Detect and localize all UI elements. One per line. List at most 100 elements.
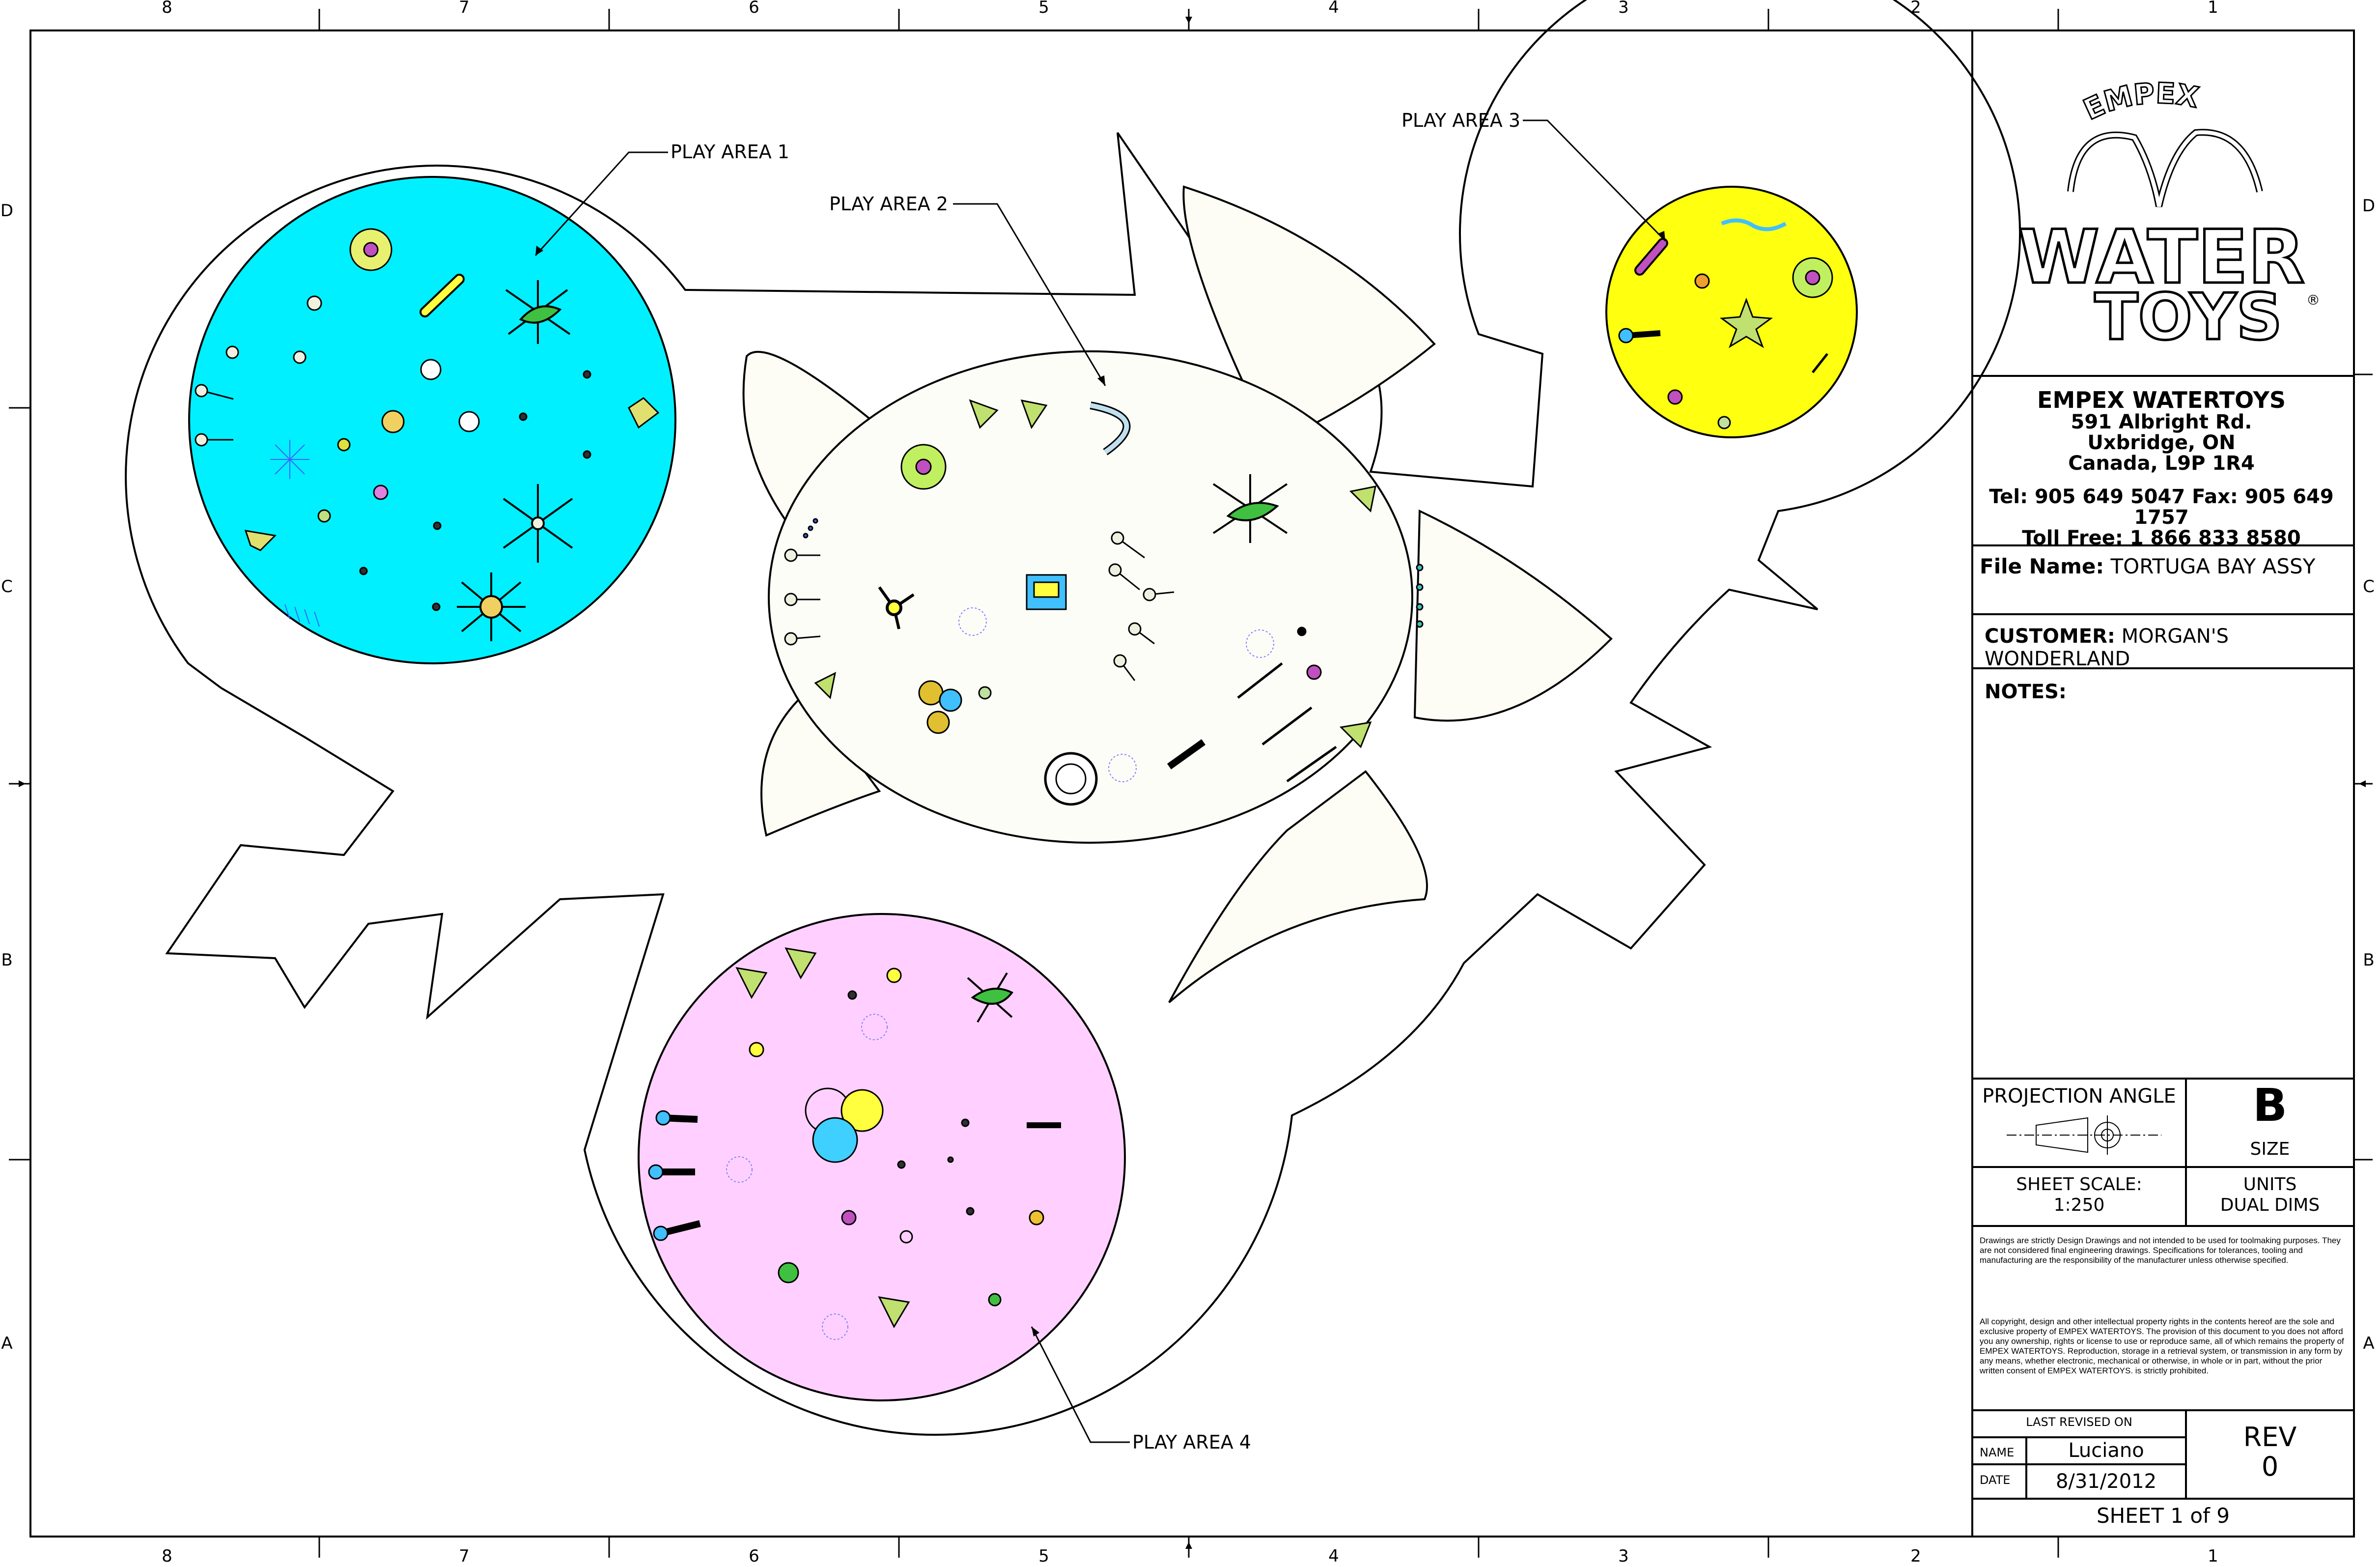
sun-gear-icon — [349, 228, 392, 271]
callout-arrowheads — [535, 231, 1665, 1337]
logo-line1: WATER — [2018, 215, 2304, 300]
ground-jet-icon — [195, 384, 234, 447]
logo-line2: TOYS — [2095, 280, 2282, 354]
small-jets-icon — [317, 438, 389, 523]
row-label-right: C — [2363, 577, 2375, 597]
col-label-top: 6 — [749, 0, 759, 17]
sheet-scale: SHEET SCALE: 1:250 — [1972, 1174, 2186, 1216]
water-cannon-icon — [1026, 574, 1067, 610]
company-tel-fax: Tel: 905 649 5047 Fax: 905 649 1757 — [1989, 485, 2334, 529]
play-area-4-label: PLAY AREA 4 — [1132, 1431, 1251, 1453]
bug-icon — [847, 990, 975, 1216]
revision-name-label: NAME — [1980, 1446, 2015, 1459]
dots-icon — [803, 518, 818, 539]
row-label-right: D — [2362, 196, 2375, 216]
spray-bar-icon — [1237, 662, 1337, 783]
company-name: EMPEX WATERTOYS — [2037, 387, 2286, 413]
spray-bar-icon — [421, 276, 463, 315]
front-right-flipper — [1182, 185, 1436, 424]
play-area-4-surface — [638, 913, 1126, 1401]
projection-label: PROJECTION ANGLE — [1982, 1085, 2176, 1108]
col-label-bottom: 1 — [2208, 1546, 2218, 1566]
back-right-flipper — [1168, 770, 1428, 1003]
projection-symbol-icon — [2007, 1115, 2161, 1155]
daisy-icon — [918, 680, 962, 734]
spray-jet-icon — [225, 295, 322, 364]
leaf-icon — [735, 947, 910, 1329]
callout-leaders — [534, 119, 1666, 1443]
play-area-1-label: PLAY AREA 1 — [671, 141, 789, 163]
flower-icon — [381, 359, 480, 433]
center-arrows — [19, 17, 2366, 1549]
col-label-top: 5 — [1038, 0, 1049, 17]
units: UNITS DUAL DIMS — [2186, 1174, 2354, 1216]
jet-dot-icon — [749, 968, 1044, 1307]
play-area-1-surface — [188, 176, 676, 664]
starfish-icon — [1719, 297, 1773, 348]
jet-dot-icon — [1694, 273, 1710, 289]
company-block: EMPEX WATERTOYS 591 Albright Rd. Uxbridg… — [1970, 387, 2353, 550]
sheet-scale-label: SHEET SCALE: — [2016, 1174, 2142, 1195]
col-label-bottom: 3 — [1618, 1546, 1629, 1566]
nozzle-icon — [1812, 353, 1828, 373]
row-label-left: C — [1, 577, 13, 597]
right-flipper — [1413, 509, 1613, 722]
deck-outline — [125, 0, 2021, 1436]
customer-label: CUSTOMER: — [1985, 625, 2115, 648]
palm-tree-icon — [503, 484, 573, 563]
row-label-left: A — [1, 1334, 12, 1353]
col-label-bottom: 8 — [162, 1546, 172, 1566]
size-letter: B — [2252, 1079, 2288, 1132]
leaf-icon — [244, 397, 660, 551]
file-name-label: File Name: — [1980, 554, 2104, 578]
mist-burst-icon — [726, 1014, 888, 1340]
revision-name-value: Luciano — [2068, 1439, 2144, 1462]
col-label-bottom: 6 — [749, 1546, 759, 1566]
mist-burst-icon — [958, 607, 1274, 782]
turtle-jet-icon — [778, 1262, 799, 1283]
revision-value: 0 — [2261, 1451, 2279, 1482]
zone-ticks — [9, 9, 2373, 1558]
sheet-scale-value: 1:250 — [2053, 1195, 2105, 1215]
jet-dot-icon — [1717, 416, 1731, 429]
sun-gear-icon — [900, 444, 947, 490]
company-toll-free: Toll Free: 1 866 833 8580 — [2022, 527, 2301, 550]
wave-jet-icon — [1721, 218, 1787, 231]
disclaimer-copyright: All copyright, design and other intellec… — [1980, 1317, 2344, 1375]
cannon-icon — [1167, 739, 1206, 769]
notes-label: NOTES: — [1985, 681, 2067, 703]
col-label-bottom: 4 — [1328, 1546, 1339, 1566]
mist-icon — [270, 440, 309, 479]
row-label-right: B — [2363, 950, 2374, 970]
sheet-number: SHEET 1 of 9 — [2097, 1504, 2230, 1528]
dash-marks — [284, 604, 320, 627]
sun-gear-icon — [1792, 257, 1833, 298]
customer-value: MORGAN'S WONDERLAND — [1985, 625, 2229, 670]
play-area-3-surface — [1605, 186, 1858, 438]
play-area-3-label: PLAY AREA 3 — [1401, 110, 1520, 131]
units-label: UNITS — [2243, 1174, 2297, 1195]
row-label-left: B — [1, 950, 12, 970]
logo-registered-mark: ® — [2306, 292, 2320, 308]
play-area-4-features — [648, 947, 1061, 1340]
spider-icon — [457, 572, 526, 641]
play-area-3-features — [1618, 218, 1833, 429]
gear-cluster-icon — [805, 1087, 884, 1163]
col-label-top: 7 — [459, 0, 470, 17]
col-label-top: 8 — [162, 0, 172, 17]
company-address-1: 591 Albright Rd. — [2071, 411, 2252, 434]
size-label: SIZE — [2250, 1139, 2290, 1159]
logo-arc-text: EMPEX — [2078, 76, 2201, 126]
spray-bar-icon — [1636, 240, 1666, 274]
customer-field: CUSTOMER: MORGAN'S WONDERLAND — [1985, 625, 2380, 670]
revision-date-value: 8/31/2012 — [2055, 1470, 2157, 1493]
revision-date-label: DATE — [1980, 1473, 2011, 1487]
tunnel-ring-icon — [1044, 752, 1098, 806]
revision-block: REV 0 — [2186, 1423, 2354, 1482]
ground-jet-icon — [784, 531, 1175, 681]
row-label-right: A — [2363, 1334, 2374, 1353]
file-name-value: TORTUGA BAY ASSY — [2110, 554, 2316, 578]
col-label-top: 1 — [2208, 0, 2218, 17]
leaf-icon — [814, 485, 1376, 748]
revision-label: REV — [2243, 1422, 2297, 1453]
